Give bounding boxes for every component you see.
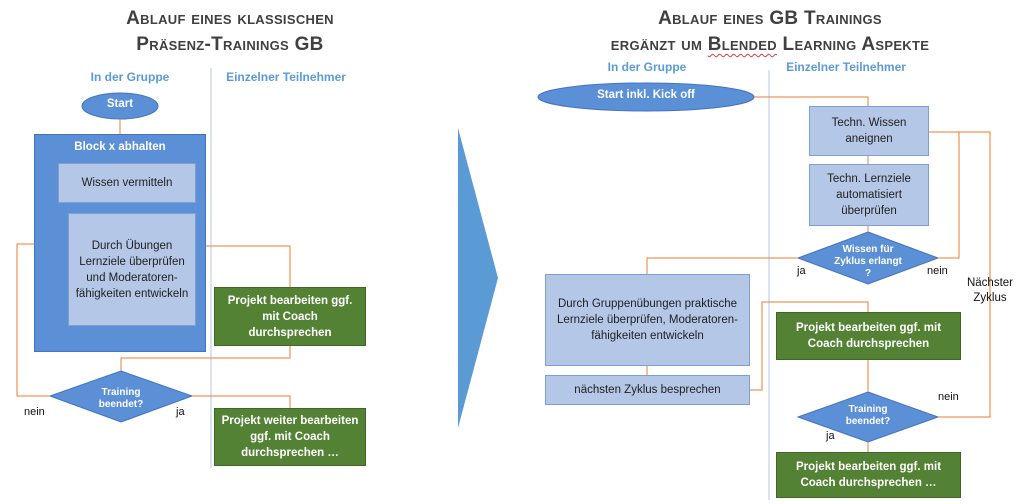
left-projekt-weiter-box: Projekt weiter bearbeiten ggf. mit Coach…	[214, 408, 366, 466]
right-ja1-label: ja	[797, 265, 806, 277]
left-nein-label: nein	[24, 406, 45, 418]
right-lane-single: Einzelner Teilnehmer	[786, 60, 906, 74]
right-title-line2-a: ergänzt um	[610, 34, 708, 55]
left-title-line2: Präsenz-Trainings GB	[136, 34, 324, 55]
left-decision-shape	[48, 370, 194, 423]
right-decision1-ja	[646, 257, 798, 274]
left-block-label: Block x abhalten	[74, 141, 166, 153]
right-lernziele-box: Techn. Lernziele automatisiert überprüfe…	[809, 164, 929, 226]
right-besprechen-box: nächsten Zyklus besprechen	[545, 375, 750, 405]
right-start-to-wissen	[754, 96, 869, 106]
left-title-line1: Ablauf eines klassischen	[126, 8, 334, 29]
right-title-line2-c: Learning Aspekte	[776, 34, 930, 55]
right-lane-group: In der Gruppe	[607, 60, 687, 74]
right-start-label: Start inkl. Kick off	[597, 89, 695, 101]
right-decision1-shape	[796, 231, 940, 285]
right-decision2-nein	[929, 131, 991, 418]
left-ja-to-weiter	[192, 395, 291, 408]
left-lane-group: In der Gruppe	[90, 70, 170, 84]
right-title-line2: ergänzt um Blended Learning Aspekte	[520, 32, 1020, 58]
right-ja2-label: ja	[826, 430, 835, 442]
left-uebungen-box: Durch Übungen Lernziele überprüfen und M…	[68, 213, 196, 326]
left-decision-label: Training beendet?	[98, 387, 144, 410]
right-besprechen-to-projekt	[750, 301, 869, 391]
left-lane-single: Einzelner Teilnehmer	[226, 70, 346, 84]
right-title-line2-b: Blended	[707, 34, 777, 55]
left-start-label: Start	[106, 98, 134, 110]
right-decision1-label: Wissen für Zyklus erlangt ?	[834, 244, 902, 279]
right-naechster-zyklus-label: Nächster Zyklus	[966, 277, 1014, 304]
right-title: Ablauf eines GB Trainings ergänzt um Ble…	[520, 6, 1020, 58]
right-nein1-label: nein	[927, 265, 948, 277]
right-nein2-label: nein	[938, 391, 959, 403]
left-block-to-projekt	[206, 245, 291, 287]
left-title: Ablauf eines klassischen Präsenz-Trainin…	[60, 6, 400, 58]
left-projekt-box: Projekt bearbeiten ggf. mit Coach durchs…	[214, 287, 366, 346]
right-gruppenuebungen-box: Durch Gruppenübungen praktische Lernziel…	[545, 274, 750, 366]
right-wissen-box: Techn. Wissen aneignen	[809, 106, 929, 156]
right-projekt-box: Projekt bearbeiten ggf. mit Coach durchs…	[776, 312, 961, 360]
transition-arrow	[458, 128, 498, 428]
left-projekt-to-decision	[120, 346, 291, 371]
right-title-line1: Ablauf eines GB Trainings	[658, 8, 882, 29]
right-decision1-nein	[929, 131, 960, 259]
left-wissen-box: Wissen vermitteln	[58, 163, 196, 203]
right-decision2-label: Training beendet?	[845, 404, 891, 427]
left-nein-loop	[16, 243, 50, 397]
right-projekt-end-box: Projekt bearbeiten ggf. mit Coach durchs…	[776, 452, 961, 498]
left-ja-label: ja	[176, 406, 185, 418]
